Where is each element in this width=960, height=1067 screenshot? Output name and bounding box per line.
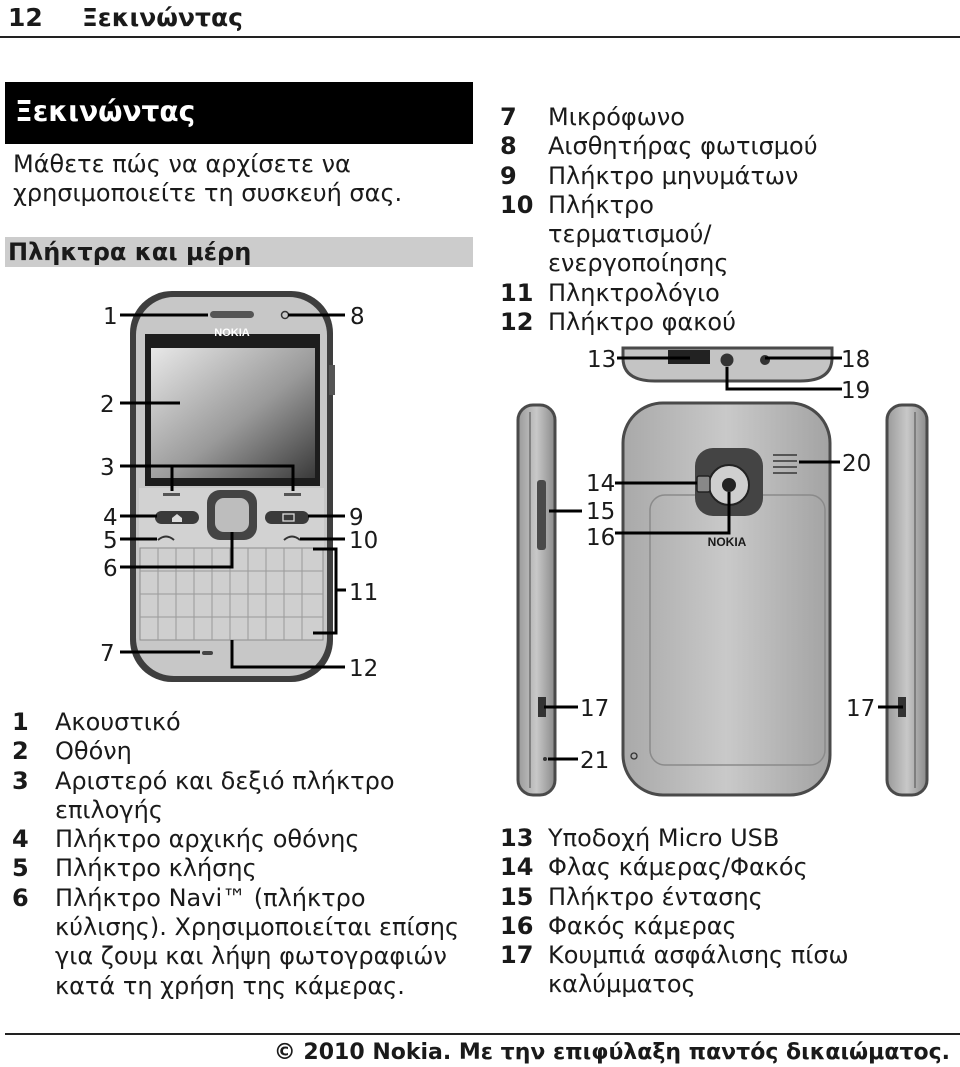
footer-rule xyxy=(5,1033,960,1035)
message-key xyxy=(265,511,309,524)
phone-left-side xyxy=(518,405,555,795)
legend-text: Πλήκτρο τερματισμού/ ενεργοποίησης xyxy=(548,191,728,278)
callout-3: 3 xyxy=(100,455,115,481)
callout-20: 20 xyxy=(842,451,871,477)
callout-6: 6 xyxy=(103,556,118,582)
legend-number: 7 xyxy=(500,103,517,132)
legend-item: 16 Φακός κάμερας xyxy=(500,912,940,941)
callout-8: 8 xyxy=(350,304,365,330)
legend-item: 2 Οθόνη xyxy=(12,737,482,766)
legend-number: 3 xyxy=(12,767,29,796)
legend-text: Πληκτρολόγιο xyxy=(548,279,720,307)
legend-number: 10 xyxy=(500,191,533,220)
callout-16: 16 xyxy=(586,525,615,551)
callout-14: 14 xyxy=(586,471,615,497)
legend-number: 5 xyxy=(12,854,29,883)
callout-17-right: 17 xyxy=(846,696,875,722)
legend-item: 14 Φλας κάμερας/Φακός xyxy=(500,853,940,882)
callout-18: 18 xyxy=(841,347,870,373)
legend-number: 13 xyxy=(500,824,533,853)
legend-item: 7 Μικρόφωνο xyxy=(500,103,930,132)
back-brand-logo: NOKIA xyxy=(708,535,747,549)
copyright-footer: © 2010 Nokia. Με την επιφύλαξη παντός δι… xyxy=(274,1040,950,1065)
legend-number: 1 xyxy=(12,708,29,737)
legend-number: 17 xyxy=(500,941,533,970)
legend-text: Πλήκτρο φακού xyxy=(548,308,736,336)
callout-7: 7 xyxy=(100,641,115,667)
legend-text: Κουμπιά ασφάλισης πίσω καλύμματος xyxy=(548,941,849,998)
callout-11: 11 xyxy=(349,580,378,606)
callout-10: 10 xyxy=(349,528,378,554)
legend-number: 16 xyxy=(500,912,533,941)
callout-15: 15 xyxy=(586,499,615,525)
legend-number: 2 xyxy=(12,737,29,766)
legend-text: Μικρόφωνο xyxy=(548,103,685,131)
legend-text: Πλήκτρο έντασης xyxy=(548,883,763,911)
legend-text: Ακουστικό xyxy=(55,708,181,736)
legend-item: 10 Πλήκτρο τερματισμού/ ενεργοποίησης xyxy=(500,191,778,279)
legend-item: 17 Κουμπιά ασφάλισης πίσω καλύμματος xyxy=(500,941,938,1000)
legend-item: 9 Πλήκτρο μηνυμάτων xyxy=(500,162,930,191)
left-softkey-icon xyxy=(163,493,180,496)
legend-number: 4 xyxy=(12,825,29,854)
phone-front: NOKIA xyxy=(130,291,335,682)
legend-text: Πλήκτρο Navi™ (πλήκτρο κύλισης). Χρησιμο… xyxy=(55,884,459,1000)
callout-2: 2 xyxy=(100,392,115,418)
callout-19: 19 xyxy=(841,378,870,404)
navi-key-center xyxy=(215,498,249,532)
legend-number: 8 xyxy=(500,132,517,161)
legend-number: 6 xyxy=(12,884,29,913)
callout-13: 13 xyxy=(587,347,616,373)
callout-17-left: 17 xyxy=(580,696,609,722)
legend-number: 14 xyxy=(500,853,533,882)
callout-1: 1 xyxy=(103,304,118,330)
legend-text: Φλας κάμερας/Φακός xyxy=(548,853,808,881)
display-screen xyxy=(151,348,315,478)
av-connector-icon xyxy=(721,354,734,367)
legend-text: Οθόνη xyxy=(55,737,132,765)
legend-item: 15 Πλήκτρο έντασης xyxy=(500,883,940,912)
legend-number: 15 xyxy=(500,883,533,912)
legend-text: Πλήκτρο μηνυμάτων xyxy=(548,162,798,190)
legend-item: 8 Αισθητήρας φωτισμού xyxy=(500,132,930,161)
phone-right-side xyxy=(887,405,927,795)
legend-text: Πλήκτρο αρχικής οθόνης xyxy=(55,825,359,853)
legend-bottom-list: 13 Υποδοχή Micro USB 14 Φλας κάμερας/Φακός… xyxy=(500,824,940,1000)
legend-text: Πλήκτρο κλήσης xyxy=(55,854,257,882)
legend-item: 4 Πλήκτρο αρχικής οθόνης xyxy=(12,825,482,854)
front-brand-logo: NOKIA xyxy=(214,327,250,339)
callout-12: 12 xyxy=(349,656,378,682)
legend-text: Υποδοχή Micro USB xyxy=(548,824,779,852)
legend-number: 11 xyxy=(500,279,533,308)
legend-number: 12 xyxy=(500,308,533,337)
legend-item: 5 Πλήκτρο κλήσης xyxy=(12,854,482,883)
flash-icon xyxy=(697,476,710,492)
camera-lens-icon xyxy=(722,478,736,492)
legend-front-list: 1 Ακουστικό 2 Οθόνη 3 Αριστερό και δεξιό πλ… xyxy=(12,708,482,1001)
legend-item: 12 Πλήκτρο φακού xyxy=(500,308,930,337)
legend-item: 1 Ακουστικό xyxy=(12,708,482,737)
right-softkey-icon xyxy=(284,493,301,496)
legend-item: 6 Πλήκτρο Navi™ (πλήκτρο κύλισης). Χρησιμ… xyxy=(12,884,465,1001)
legend-item: 3 Αριστερό και δεξιό πλήκτρο επιλογής xyxy=(12,767,395,826)
legend-text: Αισθητήρας φωτισμού xyxy=(548,132,818,160)
legend-item: 11 Πληκτρολόγιο xyxy=(500,279,930,308)
strap-eyelet-icon xyxy=(543,757,547,761)
microphone-icon xyxy=(202,651,213,655)
legend-text: Φακός κάμερας xyxy=(548,912,737,940)
side-button-icon xyxy=(329,365,335,395)
callout-21: 21 xyxy=(580,748,609,774)
earpiece-icon xyxy=(210,311,254,318)
volume-key-icon xyxy=(537,480,546,550)
callout-5: 5 xyxy=(103,528,118,554)
legend-item: 13 Υποδοχή Micro USB xyxy=(500,824,940,853)
legend-number: 9 xyxy=(500,162,517,191)
legend-text: Αριστερό και δεξιό πλήκτρο επιλογής xyxy=(55,767,395,824)
phone-back: NOKIA xyxy=(623,403,830,795)
